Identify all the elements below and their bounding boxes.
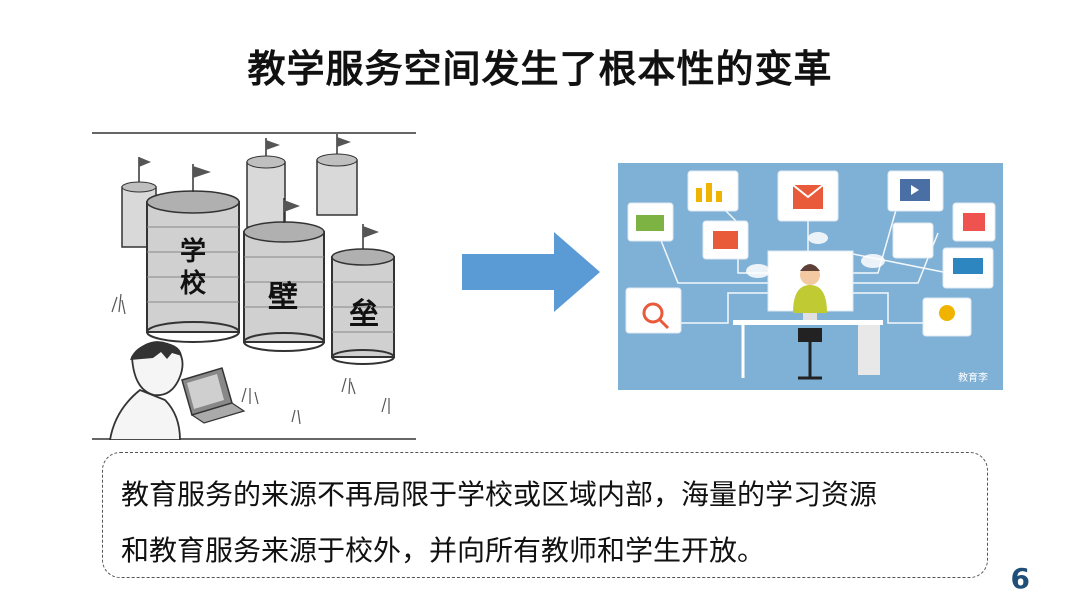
description-line-2: 和教育服务来源于校外，并向所有教师和学生开放。 xyxy=(121,534,766,567)
watermark-text: 教育李 xyxy=(958,371,988,384)
card-search xyxy=(625,287,682,334)
barrier-tower: 垒 xyxy=(331,224,395,365)
online-learning-network-image: 教育李 xyxy=(618,163,1003,390)
school-tower: 学 校 xyxy=(146,164,240,343)
wall-label-2: 垒 xyxy=(349,297,379,332)
card-tools xyxy=(892,222,934,259)
student-at-desk xyxy=(733,264,883,380)
page-number: 6 xyxy=(1010,562,1030,595)
description-box: 教育服务的来源不再局限于学校或区域内部，海量的学习资源 和教育服务来源于校外，并… xyxy=(102,452,988,578)
person-with-laptop xyxy=(109,341,246,440)
wall-tower: 壁 xyxy=(243,198,325,352)
laptop-icon xyxy=(181,367,246,424)
slide-title: 教学服务空间发生了根本性的变革 xyxy=(247,47,833,91)
small-tower-top xyxy=(316,134,358,216)
card-analytics xyxy=(687,170,739,212)
school-fortress-image: 学 校 壁 垒 xyxy=(92,132,416,440)
description-line-1: 教育服务的来源不再局限于学校或区域内部，海量的学习资源 xyxy=(121,478,878,511)
school-label-2: 校 xyxy=(180,268,207,299)
right-arrow-icon xyxy=(462,232,600,312)
small-tower-middle xyxy=(246,138,286,228)
school-label-1: 学 xyxy=(180,236,206,267)
wall-label-1: 壁 xyxy=(268,280,298,315)
